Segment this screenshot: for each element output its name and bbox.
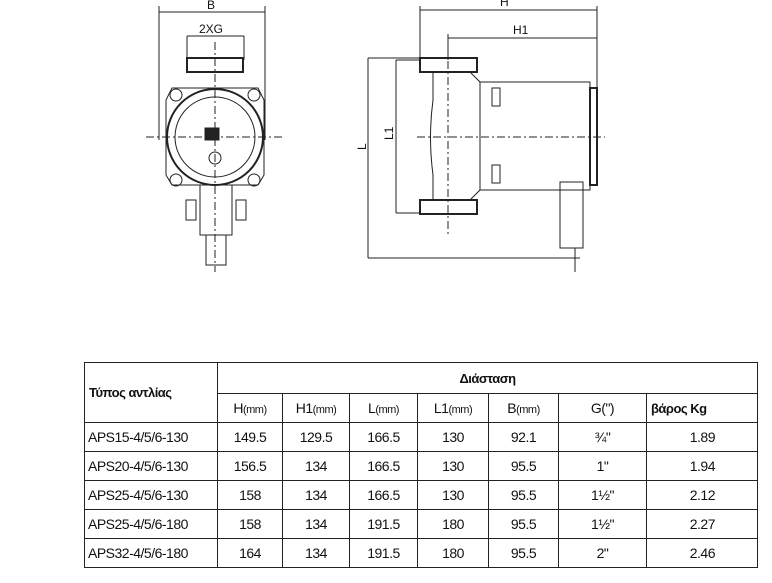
cell-g: ¾" <box>558 422 647 452</box>
cell-weight: 1.89 <box>646 422 758 452</box>
side-view <box>367 6 605 272</box>
col-weight: βάρος Kg <box>646 393 758 423</box>
cell-type: APS15-4/5/6-130 <box>84 422 218 452</box>
front-view <box>146 6 282 272</box>
cell-h1: 134 <box>282 509 350 539</box>
cell-h: 158 <box>217 509 283 539</box>
header-row: Τύπος αντλίας Διάσταση <box>84 362 758 423</box>
cell-type: APS25-4/5/6-130 <box>84 480 218 510</box>
cell-weight: 2.12 <box>646 480 758 510</box>
cell-l1: 130 <box>417 422 489 452</box>
cell-h: 158 <box>217 480 283 510</box>
cell-l: 166.5 <box>349 451 418 481</box>
cell-b: 92.1 <box>488 422 559 452</box>
dimension-header: Διάσταση <box>217 362 758 394</box>
dimensions-table: Τύπος αντλίας Διάσταση H(mm) H1(mm) L(mm… <box>84 362 758 568</box>
col-h: H(mm) <box>217 393 283 423</box>
cell-g: 2" <box>558 538 647 568</box>
cell-l: 166.5 <box>349 422 418 452</box>
cell-type: APS20-4/5/6-130 <box>84 451 218 481</box>
pump-technical-drawing: B 2XG H H1 L L1 <box>146 0 605 272</box>
cell-l1: 180 <box>417 509 489 539</box>
dim-label-h1: H1 <box>513 23 529 37</box>
cell-g: 1½" <box>558 480 647 510</box>
cell-g: 1" <box>558 451 647 481</box>
cell-weight: 1.94 <box>646 451 758 481</box>
cell-h: 164 <box>217 538 283 568</box>
dim-label-b: B <box>207 0 215 12</box>
cell-l1: 180 <box>417 538 489 568</box>
col-h1: H1(mm) <box>282 393 350 423</box>
cell-h1: 134 <box>282 451 350 481</box>
cell-type: APS32-4/5/6-180 <box>84 538 218 568</box>
cell-weight: 2.27 <box>646 509 758 539</box>
type-header: Τύπος αντλίας <box>84 362 218 423</box>
col-b: B(mm) <box>488 393 559 423</box>
cell-h1: 134 <box>282 538 350 568</box>
dim-label-h: H <box>500 0 509 9</box>
cell-b: 95.5 <box>488 451 559 481</box>
cell-l: 191.5 <box>349 538 418 568</box>
dim-label-2xg: 2XG <box>199 22 223 36</box>
cell-b: 95.5 <box>488 480 559 510</box>
dim-label-l1: L1 <box>382 126 396 140</box>
cell-g: 1½" <box>558 509 647 539</box>
cell-h: 156.5 <box>217 451 283 481</box>
cell-h1: 129.5 <box>282 422 350 452</box>
cell-h1: 134 <box>282 480 350 510</box>
col-g: G(") <box>558 393 647 423</box>
col-l: L(mm) <box>349 393 418 423</box>
cell-l1: 130 <box>417 451 489 481</box>
col-l1: L1(mm) <box>417 393 489 423</box>
cell-weight: 2.46 <box>646 538 758 568</box>
cell-b: 95.5 <box>488 538 559 568</box>
cell-h: 149.5 <box>217 422 283 452</box>
cell-l1: 130 <box>417 480 489 510</box>
cell-b: 95.5 <box>488 509 559 539</box>
cell-type: APS25-4/5/6-180 <box>84 509 218 539</box>
cell-l: 166.5 <box>349 480 418 510</box>
dim-label-l: L <box>355 143 369 150</box>
cell-l: 191.5 <box>349 509 418 539</box>
